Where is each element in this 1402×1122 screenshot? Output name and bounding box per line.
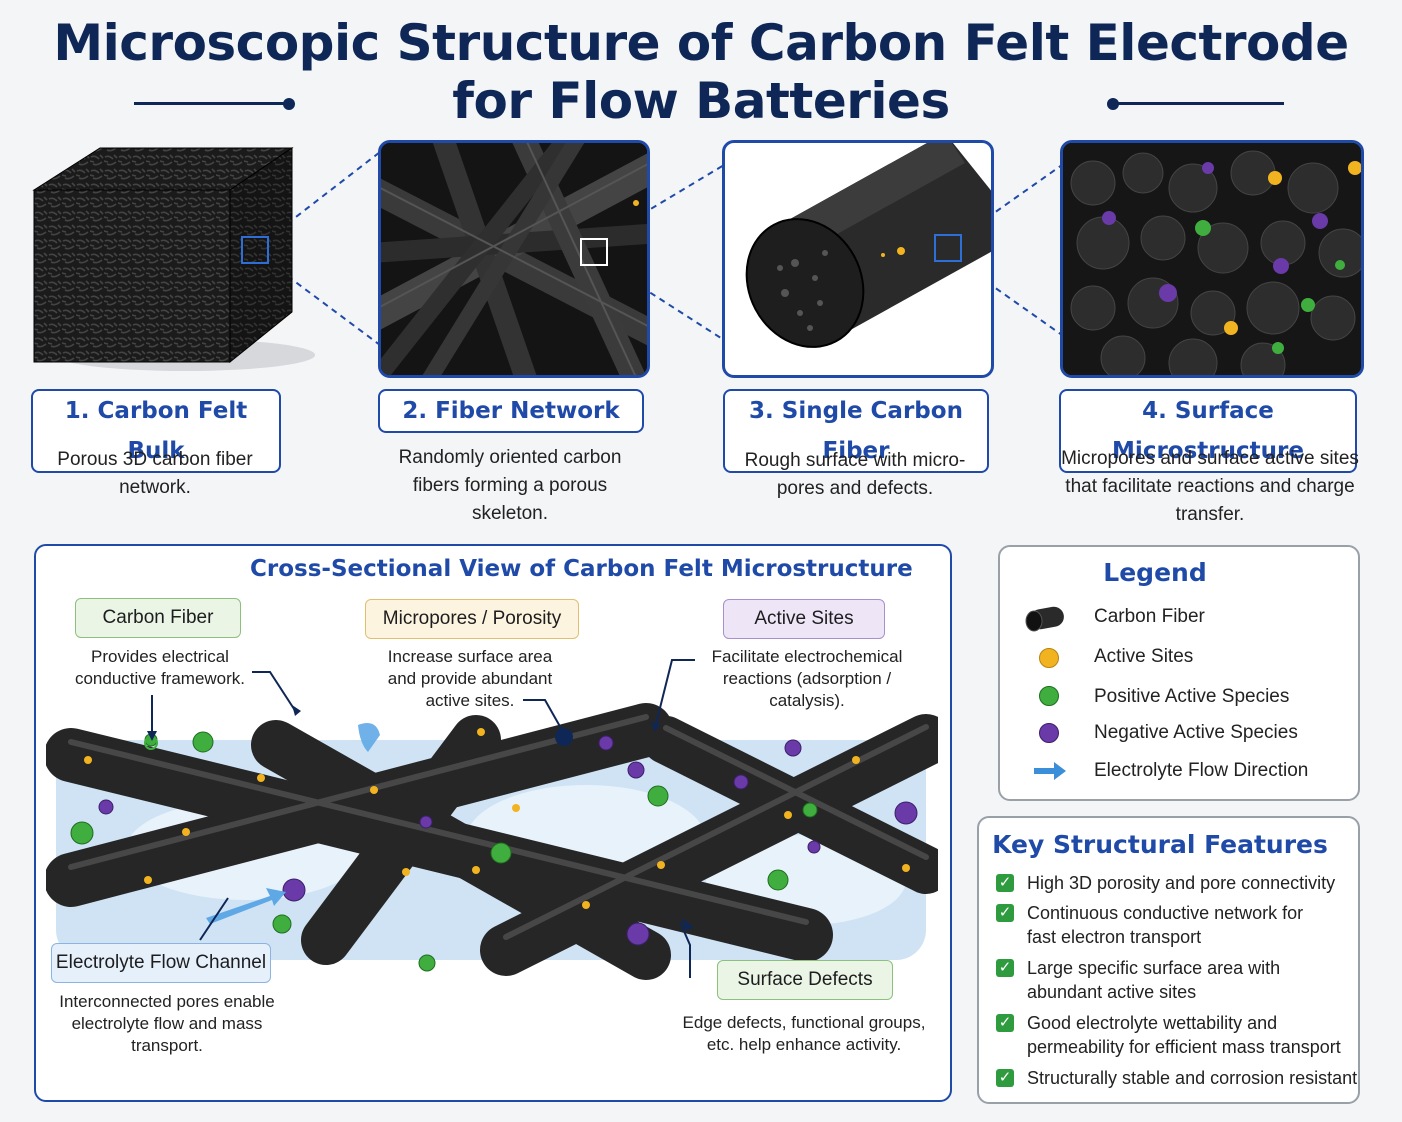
check-icon: ✓ <box>996 1014 1014 1032</box>
page-title: Microscopic Structure of Carbon Felt Ele… <box>0 14 1402 130</box>
fiber-network-panel <box>378 140 650 378</box>
legend-label-positive-species: Positive Active Species <box>1094 686 1290 707</box>
surface-microstructure-illustration <box>1063 143 1361 375</box>
legend-label-active-sites: Active Sites <box>1094 646 1194 667</box>
active-site-icon <box>1039 648 1059 668</box>
caption-electrolyte-flow-channel: Interconnected pores enable electrolyte … <box>59 992 275 1055</box>
tag-micropores: Micropores / Porosity <box>365 599 579 639</box>
flow-arrow-icon <box>1034 762 1066 780</box>
tag-carbon-fiber: Carbon Fiber <box>75 598 241 638</box>
single-fiber-panel <box>722 140 994 378</box>
title-line-1: Microscopic Structure of Carbon Felt Ele… <box>53 14 1349 72</box>
title-decor-left-dot <box>283 98 295 110</box>
tag-surface-defects: Surface Defects <box>717 960 893 1000</box>
legend-label-flow-direction: Electrolyte Flow Direction <box>1094 760 1309 781</box>
step-label-fiber-network: 2. Fiber Network <box>378 389 644 433</box>
negative-species-icon <box>1039 723 1059 743</box>
feature-item-5: Structurally stable and corrosion resist… <box>1027 1068 1358 1088</box>
legend-title: Legend <box>1103 558 1207 587</box>
features-title: Key Structural Features <box>992 830 1328 859</box>
check-icon: ✓ <box>996 904 1014 922</box>
title-decor-right-line <box>1113 102 1284 105</box>
caption-micropores: Increase surface area and provide abunda… <box>387 647 553 710</box>
caption-active-sites: Facilitate electrochemical reactions (ad… <box>711 647 903 710</box>
step-label-single-carbon-fiber: 3. Single Carbon Fiber <box>723 389 989 473</box>
step-desc-carbon-felt-bulk: Porous 3D carbon fiber network. <box>57 449 253 498</box>
feature-item-1: High 3D porosity and pore connectivity <box>1027 873 1336 893</box>
step-label-surface-microstructure: 4. Surface Microstructure <box>1059 389 1357 473</box>
single-fiber-illustration <box>745 143 991 348</box>
step-label-carbon-felt-bulk: 1. Carbon Felt Bulk <box>31 389 281 473</box>
title-line-2: for Flow Batteries <box>452 72 950 130</box>
features-box <box>977 816 1360 1104</box>
step-desc-surface-microstructure: Micropores and surface active sites that… <box>1061 448 1359 525</box>
legend-box <box>998 545 1360 801</box>
fiber-network-illustration <box>381 143 647 375</box>
tag-active-sites: Active Sites <box>723 599 885 639</box>
carbon-felt-cube-illustration <box>32 147 315 371</box>
cross-section-illustration <box>46 703 938 980</box>
caption-surface-defects: Edge defects, functional groups, etc. he… <box>682 1013 926 1054</box>
carbon-fiber-icon <box>1025 606 1064 632</box>
caption-carbon-fiber: Provides electrical conductive framework… <box>74 647 246 688</box>
positive-species-icon <box>1039 686 1059 706</box>
check-icon: ✓ <box>996 874 1014 892</box>
check-icon: ✓ <box>996 1069 1014 1087</box>
legend-label-negative-species: Negative Active Species <box>1094 722 1298 743</box>
surface-microstructure-panel <box>1060 140 1364 378</box>
title-decor-left-line <box>134 102 289 105</box>
legend-label-carbon-fiber: Carbon Fiber <box>1094 606 1205 627</box>
cross-section-title: Cross-Sectional View of Carbon Felt Micr… <box>250 556 913 582</box>
step-desc-fiber-network: Randomly oriented carbon fibers forming … <box>398 447 622 524</box>
step-desc-single-carbon-fiber: Rough surface with micro-pores and defec… <box>744 450 966 499</box>
tag-electrolyte-flow-channel: Electrolyte Flow Channel <box>51 943 271 983</box>
check-icon: ✓ <box>996 959 1014 977</box>
